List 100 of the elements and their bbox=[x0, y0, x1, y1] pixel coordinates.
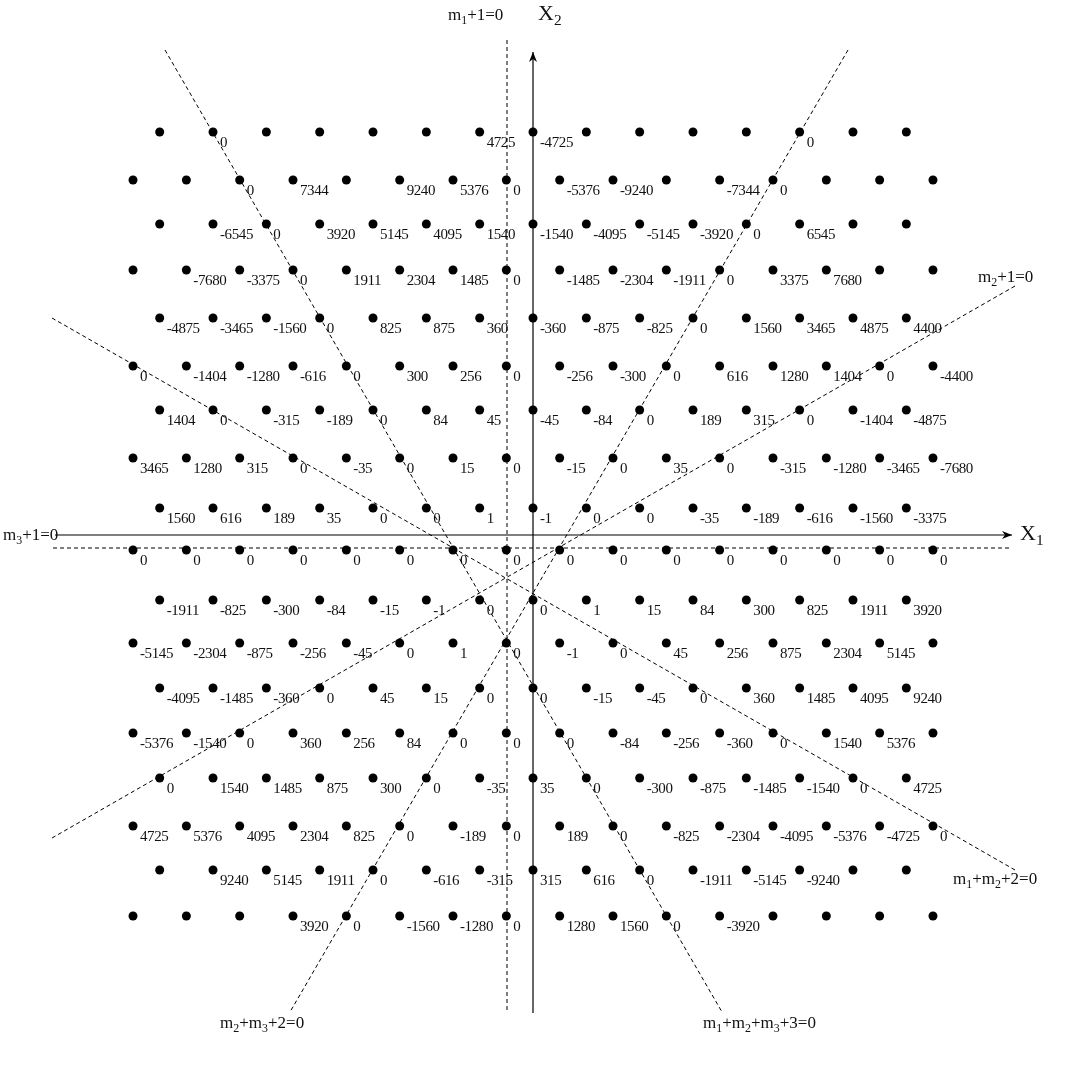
axis-label: X$_{2}$ bbox=[538, 2, 562, 28]
weight-value: 0 bbox=[406, 553, 414, 568]
weight-value: -84 bbox=[620, 736, 639, 751]
weight-value: -825 bbox=[220, 603, 246, 618]
weight-value: 35 bbox=[326, 511, 341, 526]
weight-value: 5145 bbox=[273, 873, 302, 888]
weight-value: 7344 bbox=[300, 183, 329, 198]
weight-value: 0 bbox=[566, 736, 574, 751]
weight-value: 3375 bbox=[780, 273, 809, 288]
weight-value: 0 bbox=[406, 461, 414, 476]
weight-value: -1485 bbox=[753, 781, 787, 796]
weight-value: -4095 bbox=[166, 691, 200, 706]
weight-value: 0 bbox=[326, 691, 334, 706]
weight-value: -1280 bbox=[246, 369, 280, 384]
weight-value: -360 bbox=[273, 691, 300, 706]
line-equation: m$_{1}$+1=0 bbox=[448, 6, 504, 28]
weight-value: 0 bbox=[620, 461, 628, 476]
weight-value: 1485 bbox=[273, 781, 302, 796]
weight-value: -9240 bbox=[620, 183, 653, 198]
weight-value: -4095 bbox=[780, 829, 813, 844]
weight-value: 45 bbox=[486, 413, 501, 428]
weight-value: 0 bbox=[460, 736, 468, 751]
weight-value: 0 bbox=[620, 829, 628, 844]
weight-value: -1540 bbox=[193, 736, 227, 751]
weight-value: -616 bbox=[433, 873, 460, 888]
weight-value: 1560 bbox=[620, 919, 649, 934]
weight-value: 2304 bbox=[300, 829, 329, 844]
weight-value: -315 bbox=[780, 461, 806, 476]
weight-value: 0 bbox=[353, 553, 361, 568]
weight-value: -35 bbox=[486, 781, 506, 796]
weight-value: 0 bbox=[540, 603, 548, 618]
weight-value: 256 bbox=[353, 736, 375, 751]
weight-value: -7680 bbox=[939, 461, 973, 476]
weight-value: -5145 bbox=[140, 646, 173, 661]
weight-value: 875 bbox=[326, 781, 348, 796]
weight-value: -45 bbox=[540, 413, 559, 428]
weight-value: 1280 bbox=[193, 461, 222, 476]
weight-value: 0 bbox=[646, 873, 654, 888]
weight-value: 1911 bbox=[859, 603, 888, 618]
weight-value: 1560 bbox=[166, 511, 196, 526]
weight-value: 15 bbox=[433, 691, 448, 706]
weight-value: 0 bbox=[513, 646, 521, 661]
weight-value: 0 bbox=[513, 369, 521, 384]
weight-value: -1560 bbox=[859, 511, 893, 526]
weight-value: 0 bbox=[166, 781, 174, 796]
weight-value: 1485 bbox=[806, 691, 836, 706]
weight-value: -5145 bbox=[753, 873, 787, 888]
weight-value: 360 bbox=[753, 691, 775, 706]
weight-value: -4095 bbox=[593, 227, 627, 242]
weight-value: 0 bbox=[513, 273, 521, 288]
weight-value: 0 bbox=[140, 369, 148, 384]
weight-value: 2304 bbox=[833, 646, 862, 661]
weight-value: -45 bbox=[353, 646, 373, 661]
weight-value: 1911 bbox=[326, 873, 355, 888]
weight-value: -4725 bbox=[540, 135, 573, 150]
weight-value: 6545 bbox=[806, 227, 836, 242]
weight-value: -1280 bbox=[833, 461, 867, 476]
weight-value: -256 bbox=[566, 369, 593, 384]
weight-value: -5376 bbox=[566, 183, 600, 198]
weight-value: -360 bbox=[540, 321, 566, 336]
weight-value: 3920 bbox=[300, 919, 329, 934]
weight-value: 0 bbox=[220, 413, 228, 428]
weight-value: 5145 bbox=[886, 646, 916, 661]
weight-value: 7680 bbox=[833, 273, 862, 288]
weight-value: -256 bbox=[673, 736, 700, 751]
weight-value: -45 bbox=[646, 691, 666, 706]
weight-value: 4095 bbox=[859, 691, 889, 706]
weight-value: -1540 bbox=[540, 227, 573, 242]
weight-value: 0 bbox=[700, 691, 708, 706]
weight-value: 0 bbox=[460, 553, 468, 568]
weight-value: 0 bbox=[673, 553, 681, 568]
weight-value: -300 bbox=[646, 781, 673, 796]
weight-value: 0 bbox=[326, 321, 334, 336]
weight-value: -3465 bbox=[220, 321, 253, 336]
line-equation: m$_{1}$+m$_{2}$+2=0 bbox=[953, 870, 1038, 892]
weight-value: 0 bbox=[726, 461, 734, 476]
weight-value: 0 bbox=[593, 781, 601, 796]
weight-value: 300 bbox=[406, 369, 428, 384]
weight-value: 3920 bbox=[913, 603, 942, 618]
weight-value: 0 bbox=[513, 461, 521, 476]
weight-value: -2304 bbox=[620, 273, 653, 288]
weight-value: 1 bbox=[460, 646, 468, 661]
weight-value: 315 bbox=[540, 873, 562, 888]
weight-value: -35 bbox=[700, 511, 719, 526]
weight-value: 0 bbox=[380, 873, 388, 888]
weight-value: -1540 bbox=[806, 781, 840, 796]
weight-value: 0 bbox=[513, 829, 521, 844]
weight-value: 45 bbox=[380, 691, 395, 706]
weight-value: 0 bbox=[833, 553, 841, 568]
weight-value: 4725 bbox=[913, 781, 942, 796]
weight-value: 256 bbox=[726, 646, 748, 661]
weight-value: 3465 bbox=[806, 321, 836, 336]
weight-value: 3920 bbox=[326, 227, 356, 242]
weight-value: -9240 bbox=[806, 873, 840, 888]
weight-value: 4875 bbox=[859, 321, 889, 336]
weight-value: -256 bbox=[300, 646, 326, 661]
weight-value: 0 bbox=[513, 919, 521, 934]
weight-value: -7680 bbox=[193, 273, 227, 288]
weight-value: -7344 bbox=[726, 183, 760, 198]
line-equation: m$_{1}$+m$_{2}$+m$_{3}$+3=0 bbox=[703, 1014, 816, 1036]
